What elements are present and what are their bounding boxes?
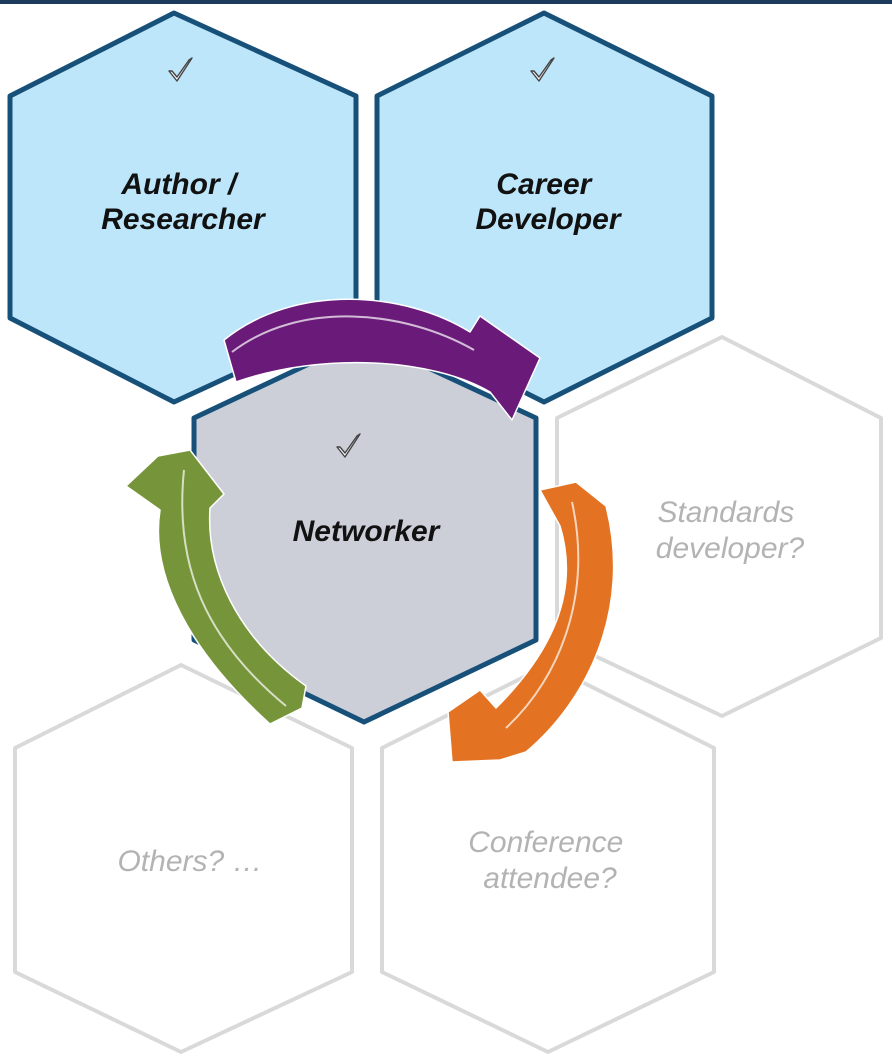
- curved-arrow-purple: [223, 298, 541, 421]
- hexagon-conference-label: Conference attendee?: [468, 826, 631, 895]
- hexagon-standards-line2: developer?: [656, 532, 805, 565]
- hexagon-others: Others? …: [13, 663, 354, 1054]
- hexagon-author-line2: Researcher: [101, 203, 267, 236]
- curved-arrow-green-edge: [181, 469, 287, 707]
- curved-arrow-purple-edge: [231, 315, 475, 353]
- curved-arrow-purple-body: [223, 298, 541, 421]
- hexagon-career: Career Developer: [374, 10, 715, 405]
- hexagon-conference-line2: attendee?: [483, 862, 617, 895]
- top-rule: [0, 0, 892, 4]
- hexagon-others-label: Others? …: [117, 845, 262, 878]
- hexagon-author-line1: Author /: [120, 168, 239, 201]
- hexagon-career-label: Career Developer: [475, 168, 622, 236]
- curved-arrow-orange: [447, 481, 615, 763]
- hexagon-standards-line1: Standards: [657, 496, 794, 529]
- hexagon-others-line1: Others? …: [117, 845, 262, 878]
- hexagon-networker-line1: Networker: [293, 515, 442, 548]
- hexagon-others-shape: [13, 663, 354, 1054]
- curved-arrow-orange-body: [447, 481, 615, 763]
- hexagon-networker-label: Networker: [293, 515, 442, 548]
- hexagon-author-label: Author / Researcher: [101, 168, 267, 236]
- curved-arrow-green-body: [125, 449, 307, 725]
- hexagon-standards-label: Standards developer?: [656, 496, 805, 565]
- hexagon-conference-line1: Conference: [468, 826, 623, 859]
- hexagon-career-line1: Career: [496, 168, 593, 201]
- hexagon-standards: Standards developer?: [555, 335, 883, 718]
- curved-arrow-green: [125, 449, 307, 725]
- hexagon-author: Author / Researcher: [7, 10, 359, 405]
- curved-arrow-orange-edge: [505, 501, 580, 729]
- hexagon-career-line2: Developer: [475, 203, 622, 236]
